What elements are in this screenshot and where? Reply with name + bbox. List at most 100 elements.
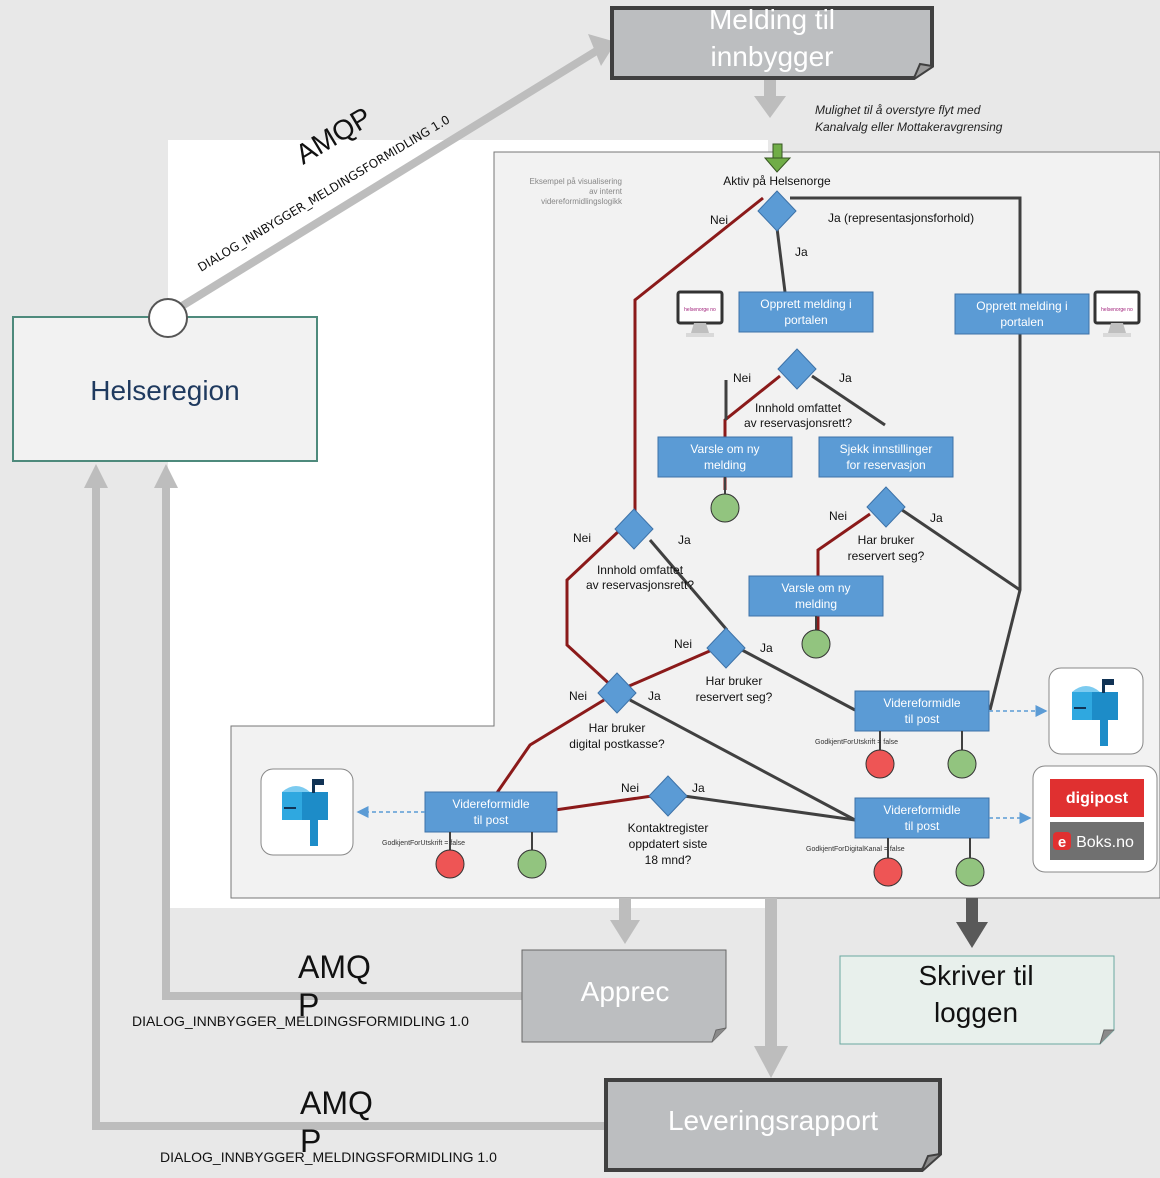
override-note-line2: Kanalvalg eller Mottakeravgrensing [815, 120, 1003, 134]
flag-digital: GodkjentForDigitalKanal = false [806, 846, 905, 853]
ja-6: Ja [648, 689, 661, 703]
diamond-digital [597, 672, 637, 714]
delivery-report-box[interactable]: Leveringsrapport [604, 1078, 942, 1172]
end-green-2 [801, 629, 831, 659]
nei-4: Nei [573, 531, 591, 545]
q-digital-2: digital postkasse? [569, 737, 665, 751]
opprett-box-right[interactable]: Opprett melding i portalen [954, 293, 1090, 335]
log-line2: loggen [934, 997, 1018, 1028]
q-kontakt-1: Kontaktregister [628, 821, 709, 835]
amqp-connector-circle[interactable] [148, 298, 188, 338]
end-red-2 [435, 849, 465, 879]
diamond-kontakt [648, 775, 688, 817]
nei-3: Nei [829, 509, 847, 523]
videre-box-right-upper[interactable]: Videreformidle til post [854, 690, 990, 732]
varsle-box-mid[interactable]: Varsle om ny melding [748, 575, 884, 617]
q-har-reservert-mid-2: reservert seg? [696, 690, 773, 704]
videre-box-left[interactable]: Videreformidle til post [424, 791, 558, 833]
digipost-logo [1050, 779, 1144, 817]
ja-paths [629, 196, 1022, 822]
grey-arrows [84, 34, 788, 1130]
ja-2: Ja [839, 371, 852, 385]
amqp-mid-label1: AMQ [298, 949, 371, 985]
flag-utskrift-left: GodkjentForUtskrift = false [382, 840, 465, 847]
sjekk-1: Sjekk innstillinger [840, 442, 933, 456]
nei-1: Nei [710, 213, 728, 227]
diamond-har-reservert-right [866, 486, 906, 528]
mailbox-icon-right [1048, 667, 1144, 755]
videre-l-1: Videreformidle [452, 797, 529, 811]
diamond-har-reservert-mid [706, 627, 746, 669]
opprett-left-2: portalen [784, 313, 827, 327]
start-label: Aktiv på Helsenorge [723, 174, 831, 188]
opprett-box-left[interactable]: Opprett melding i portalen [738, 291, 874, 333]
log-arrow [956, 898, 988, 948]
top-box-line1: Melding til [709, 4, 835, 35]
helsenorge-logo-right: helsenorge no [1101, 307, 1133, 313]
nei-6: Nei [569, 689, 587, 703]
sjekk-box[interactable]: Sjekk innstillinger for reservasjon [818, 436, 954, 478]
ja-rep: Ja (representasjonsforhold) [828, 211, 974, 225]
end-green-4 [517, 849, 547, 879]
opprett-right-2: portalen [1000, 315, 1043, 329]
flag-utskrift-right: GodkjentForUtskrift = false [815, 739, 898, 746]
amqp-bottom-label1: AMQ [300, 1085, 373, 1121]
end-green-5 [955, 857, 985, 887]
varsle-left-2: melding [704, 458, 746, 472]
q-reserv-left-1: Innhold omfattet [597, 563, 684, 577]
diamond-reserv-left [614, 508, 654, 550]
digipost-text: digipost [1066, 790, 1129, 807]
varsle-mid-2: melding [795, 597, 837, 611]
opprett-left-1: Opprett melding i [760, 297, 851, 311]
q-reserv-left-2: av reservasjonsrett? [586, 578, 694, 592]
videre-l-2: til post [474, 813, 509, 827]
log-box[interactable]: Skriver til loggen [839, 955, 1115, 1045]
override-note-line1: Mulighet til å overstyre flyt med [815, 103, 981, 117]
monitor-icon-right: helsenorge no [1093, 290, 1141, 337]
nei-7: Nei [621, 781, 639, 795]
amqp-bottom-queue: DIALOG_INNBYGGER_MELDINGSFORMIDLING 1.0 [160, 1149, 497, 1165]
end-red-1 [865, 749, 895, 779]
decision-diamonds [597, 190, 906, 817]
varsle-mid-1: Varsle om ny [781, 581, 850, 595]
helseregion-box[interactable]: Helseregion [12, 316, 318, 462]
nei-5: Nei [674, 637, 692, 651]
green-arrow [763, 143, 792, 173]
action-boxes: Opprett melding i portalen Opprett meldi… [424, 291, 1090, 839]
diamond-reserv-right [777, 348, 817, 390]
monitor-icon-left: helsenorge no [676, 290, 724, 337]
caption-line1: Eksempel på visualisering [530, 177, 623, 186]
log-line1: Skriver til [918, 960, 1033, 991]
delivery-report-label: Leveringsrapport [668, 1105, 878, 1136]
videre-ru-1: Videreformidle [883, 696, 960, 710]
eboks-text: Boks.no [1076, 834, 1134, 851]
videre-ru-2: til post [905, 712, 940, 726]
q-reserv-right-2: av reservasjonsrett? [744, 416, 852, 430]
eboks-e: e [1058, 834, 1066, 851]
apprec-label: Apprec [581, 976, 670, 1007]
q-reserv-right-1: Innhold omfattet [755, 401, 842, 415]
videre-rl-2: til post [905, 819, 940, 833]
sjekk-2: for reservasjon [846, 458, 925, 472]
digital-mailbox-providers: digipost e Boks.no [1032, 765, 1158, 873]
helsenorge-logo-left: helsenorge no [684, 307, 716, 313]
inner-diagram: Eksempel på visualisering av internt vid… [260, 174, 1158, 887]
q-digital-1: Har bruker [589, 721, 646, 735]
q-kontakt-2: oppdatert siste [629, 837, 708, 851]
varsle-box-left[interactable]: Varsle om ny melding [657, 436, 793, 478]
diamond-active [757, 190, 797, 232]
message-to-citizen-box[interactable]: Melding til innbygger [610, 4, 934, 80]
caption-line3: videreformidlingslogikk [541, 197, 623, 206]
varsle-left-1: Varsle om ny [690, 442, 759, 456]
q-har-reservert-mid-1: Har bruker [706, 674, 763, 688]
apprec-box[interactable]: Apprec [521, 949, 727, 1043]
q-kontakt-3: 18 mnd? [645, 853, 692, 867]
q-har-reservert-right-2: reservert seg? [848, 549, 925, 563]
amqp-mid-queue: DIALOG_INNBYGGER_MELDINGSFORMIDLING 1.0 [132, 1013, 469, 1029]
mailbox-icon-left [260, 768, 354, 856]
videre-box-right-lower[interactable]: Videreformidle til post [854, 797, 990, 839]
videre-rl-1: Videreformidle [883, 803, 960, 817]
end-green-3 [947, 749, 977, 779]
opprett-right-1: Opprett melding i [976, 299, 1067, 313]
ja-1: Ja [795, 245, 808, 259]
